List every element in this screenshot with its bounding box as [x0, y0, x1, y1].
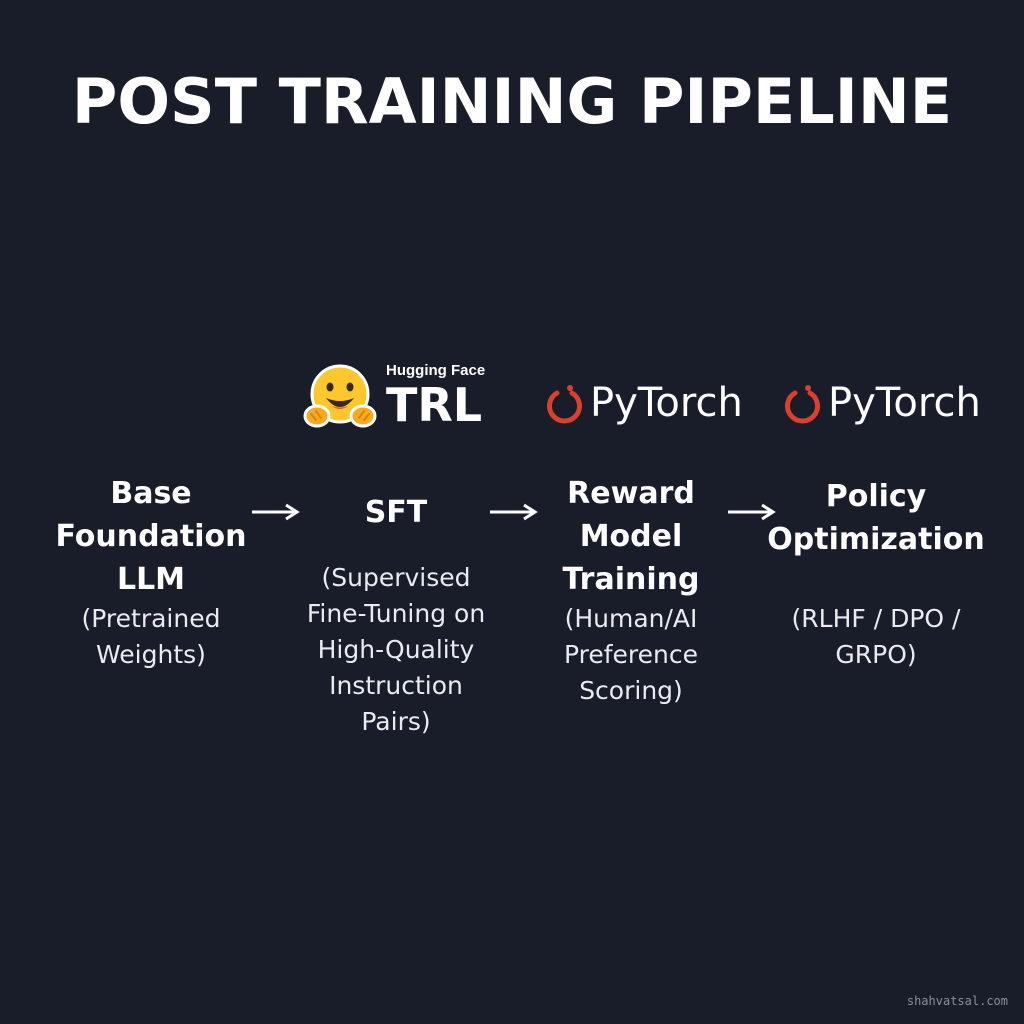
stage-desc-line: Pairs) [361, 707, 431, 736]
stage-desc-line: Preference [563, 640, 698, 669]
stage-description: (RLHF / DPO / GRPO) [758, 601, 994, 673]
hugging-face-emoji-icon [303, 364, 377, 428]
pytorch-flame-icon [547, 385, 582, 424]
stage-desc-line: (RLHF / DPO / [791, 604, 961, 633]
pytorch-logo-policy: PyTorch [782, 378, 981, 430]
hugging-face-label: Hugging Face [386, 362, 486, 379]
stage-title: Policy Optimization [758, 475, 994, 561]
stage-title-line: Policy [825, 479, 927, 514]
stage-title-line: Base [110, 476, 192, 511]
stage-title-line: Model [579, 519, 683, 554]
stage-title-line: Foundation [55, 519, 247, 554]
stage-desc-line: Weights) [96, 640, 206, 669]
stage-desc-line: (Supervised [321, 563, 471, 592]
watermark: shahvatsal.com [906, 994, 1008, 1008]
stage-sft: SFT (Supervised Fine-Tuning on High-Qual… [284, 491, 508, 740]
stage-policy-optimization: Policy Optimization (RLHF / DPO / GRPO) [758, 475, 994, 673]
trl-logo: Hugging Face TRL [302, 360, 492, 436]
stage-title-line: LLM [116, 562, 186, 597]
stage-base-foundation-llm: Base Foundation LLM (Pretrained Weights) [40, 472, 262, 673]
page-title: POST TRAINING PIPELINE [71, 65, 953, 138]
stage-desc-line: (Human/AI [564, 604, 698, 633]
pytorch-logo-reward: PyTorch [544, 378, 743, 430]
stage-description: (Pretrained Weights) [40, 601, 262, 673]
stage-title-line: Training [562, 562, 700, 597]
stage-desc-line: Scoring) [579, 676, 683, 705]
stage-title: Base Foundation LLM [40, 472, 262, 601]
stage-desc-line: (Pretrained [81, 604, 221, 633]
stage-title: Reward Model Training [524, 472, 738, 601]
trl-label: TRL [386, 378, 483, 432]
stage-description: (Human/AI Preference Scoring) [524, 601, 738, 709]
stage-title-line: Optimization [767, 522, 985, 557]
stage-title-line: Reward [567, 476, 695, 511]
right-arrow-icon [728, 503, 776, 521]
stage-description: (Supervised Fine-Tuning on High-Quality … [284, 560, 508, 740]
stage-desc-line: GRPO) [835, 640, 917, 669]
stage-reward-model-training: Reward Model Training (Human/AI Preferen… [524, 472, 738, 709]
pytorch-flame-icon [785, 385, 820, 424]
pytorch-label: PyTorch [590, 380, 743, 426]
stage-desc-line: Fine-Tuning on [306, 599, 486, 628]
stage-title: SFT [284, 491, 508, 534]
pytorch-label: PyTorch [828, 380, 981, 426]
right-arrow-icon [490, 503, 538, 521]
stage-desc-line: High-Quality [317, 635, 475, 664]
stage-title-line: SFT [364, 495, 428, 530]
right-arrow-icon [252, 503, 300, 521]
stage-desc-line: Instruction [329, 671, 463, 700]
